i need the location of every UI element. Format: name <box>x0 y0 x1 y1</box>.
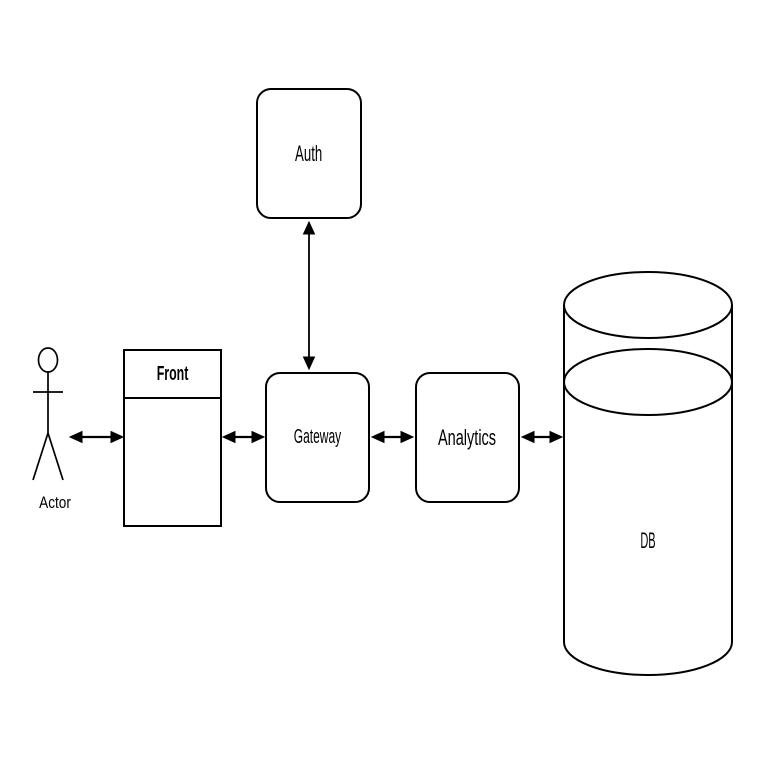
auth-label: Auth <box>295 140 323 166</box>
node-auth: Auth <box>256 88 362 219</box>
front-label: Front <box>156 362 189 385</box>
edge-actor-front-arrow <box>68 430 125 444</box>
front-body <box>125 399 220 525</box>
analytics-label: Analytics <box>438 424 497 450</box>
actor-label-wrap: Actor <box>35 493 75 513</box>
db-label-wrap: DB <box>633 528 664 554</box>
edge-front-gateway-arrow <box>221 430 266 444</box>
edge-analytics-db-arrow <box>520 430 564 444</box>
actor-label: Actor <box>39 493 71 512</box>
db-cylinder-shape <box>563 271 733 676</box>
actor-figure-icon <box>32 347 64 481</box>
node-front: Front <box>123 349 222 527</box>
node-analytics: Analytics <box>415 372 520 503</box>
gateway-label: Gateway <box>293 426 342 448</box>
db-label: DB <box>640 528 656 553</box>
edge-auth-gateway-arrow <box>302 220 316 371</box>
node-gateway: Gateway <box>265 372 370 503</box>
edge-gateway-analytics-arrow <box>370 430 415 444</box>
front-header: Front <box>125 351 220 399</box>
